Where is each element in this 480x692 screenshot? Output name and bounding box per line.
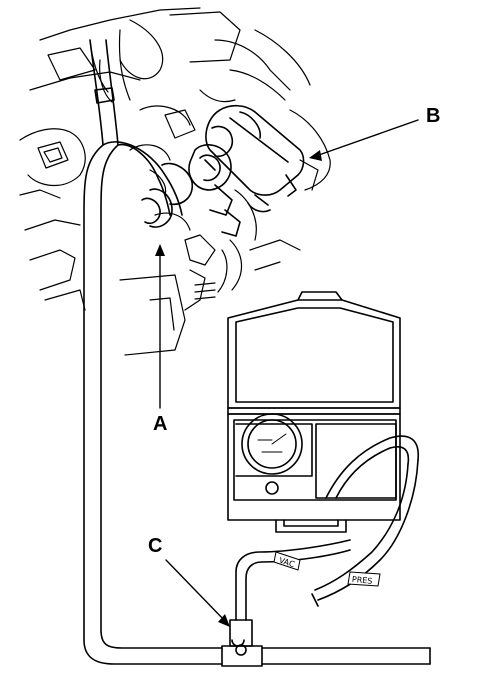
callout-b: B [426,105,441,127]
vac-tag-outline [273,551,301,571]
pres-tag-outline [347,571,381,587]
vacuum-gauge-case [227,291,401,533]
pres-tag: PRES [351,575,372,586]
tee-fitting [221,619,431,667]
arrowhead-c [218,614,230,627]
callout-a: A [153,413,168,435]
leader-lines [159,119,419,623]
callout-c: C [148,535,163,557]
gauge-hoses [235,435,419,621]
arrowhead-a [155,244,165,256]
arrowhead-b [309,150,322,161]
engine-background [19,7,331,356]
purge-solenoid-valve [141,104,305,237]
